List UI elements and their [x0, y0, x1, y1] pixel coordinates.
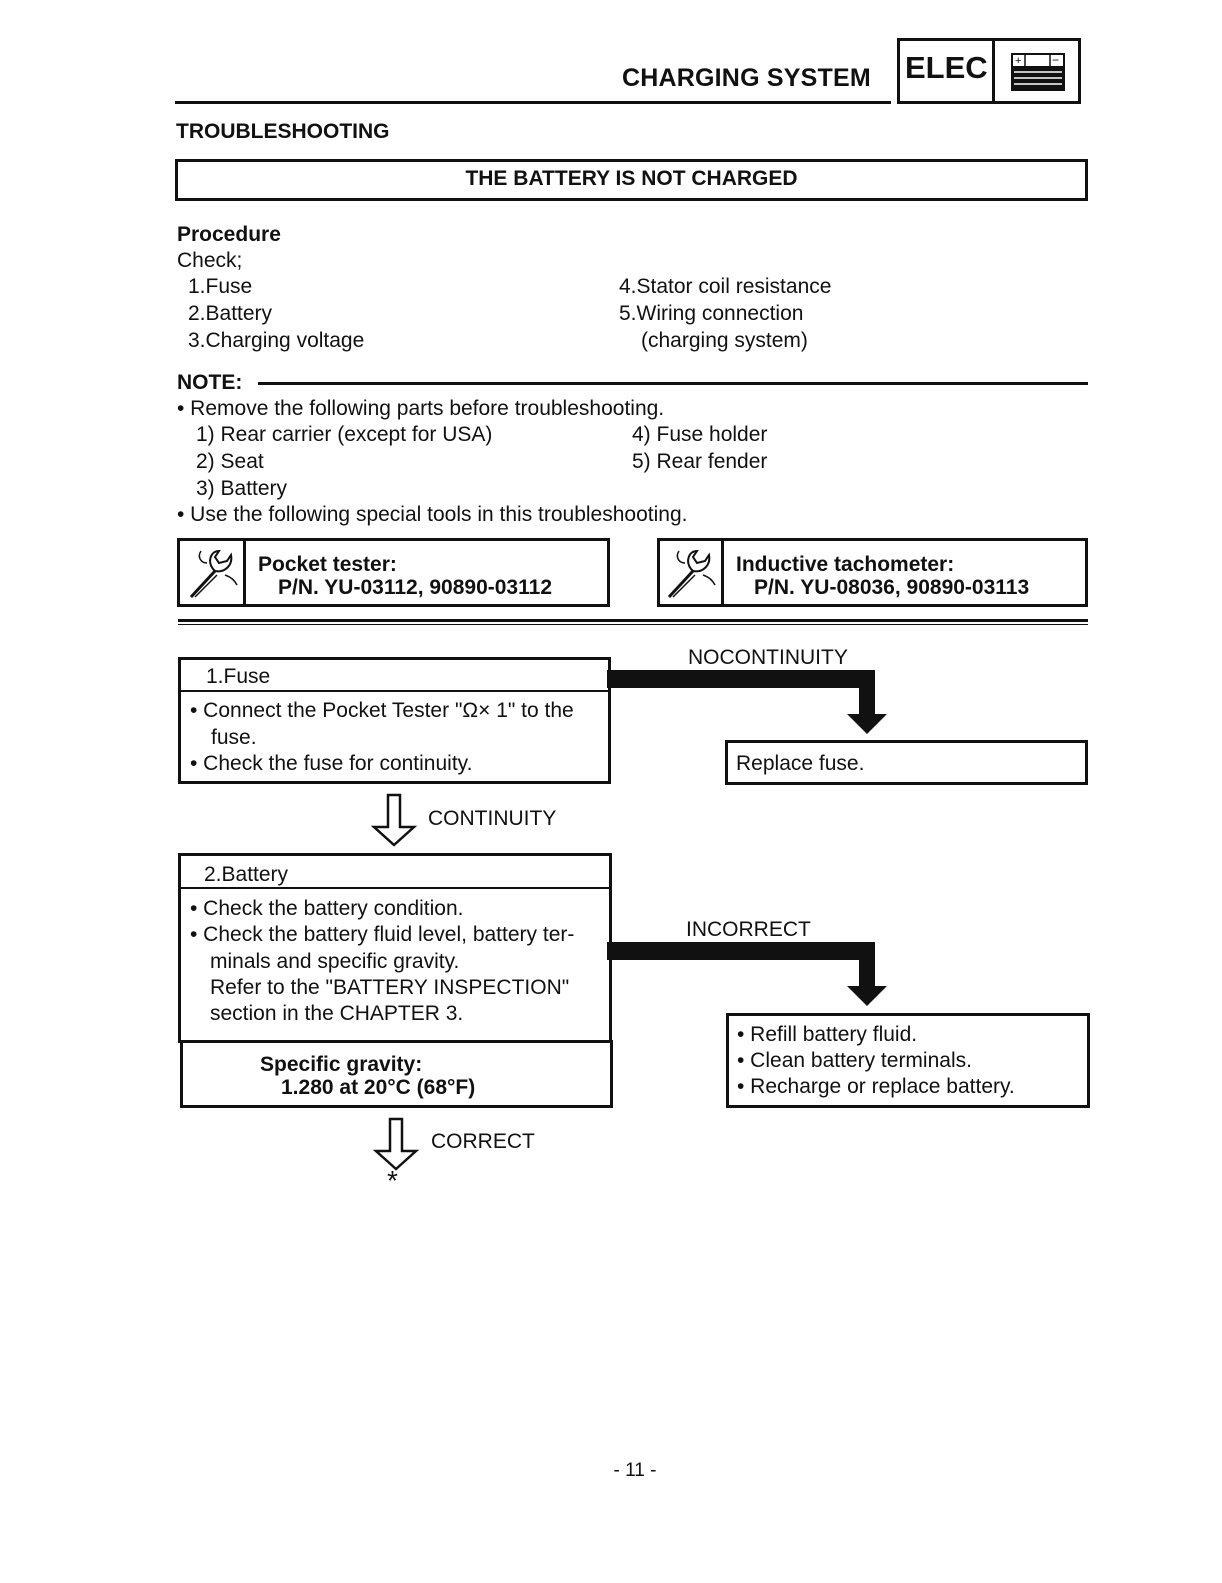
procedure-item: 1.Fuse: [188, 275, 253, 298]
tool-box-divider: [721, 538, 724, 607]
elec-badge-box: [897, 38, 1081, 104]
fail-label: INCORRECT: [686, 918, 811, 941]
procedure-item: 5.Wiring connection: [619, 302, 804, 325]
tool-box-tachometer: [657, 538, 1088, 607]
pass-label: CORRECT: [431, 1130, 535, 1153]
fail-arrow-icon: [607, 670, 887, 734]
step-line: • Connect the Pocket Tester "Ω× 1" to th…: [190, 699, 574, 722]
procedure-item: (charging system): [641, 329, 808, 352]
continue-mark: *: [387, 1165, 398, 1196]
step-title-rule: [178, 690, 611, 692]
check-label: Check;: [177, 249, 243, 272]
pass-label: CONTINUITY: [428, 807, 557, 830]
wrench-tool-icon: [189, 549, 238, 599]
spec-label: Specific gravity:: [260, 1053, 423, 1076]
step-line: • Check the battery fluid level, battery…: [190, 923, 575, 946]
procedure-item: 4.Stator coil resistance: [619, 275, 832, 298]
step-line: minals and specific gravity.: [210, 950, 460, 973]
note-bullet: • Use the following special tools in thi…: [177, 503, 688, 526]
action-box: [725, 740, 1088, 785]
header-rule: [175, 101, 891, 104]
action-text: Replace fuse.: [736, 752, 865, 775]
fail-arrow-icon: [607, 942, 887, 1006]
tool-part-number: P/N. YU-08036, 90890-03113: [754, 576, 1030, 599]
step-line: fuse.: [211, 726, 257, 749]
title-box: [175, 159, 1088, 201]
step-line: • Check the fuse for continuity.: [190, 752, 473, 775]
badge-divider: [992, 38, 995, 104]
section-rule-thin: [178, 624, 1088, 625]
svg-text:−: −: [1052, 53, 1059, 67]
fail-label: NOCONTINUITY: [688, 646, 848, 669]
step-line: Refer to the "BATTERY INSPECTION": [210, 976, 570, 999]
part-item: 3) Battery: [196, 477, 288, 500]
elec-badge: ELEC: [905, 50, 988, 85]
part-item: 1) Rear carrier (except for USA): [196, 423, 493, 446]
procedure-item: 3.Charging voltage: [188, 329, 365, 352]
part-item: 2) Seat: [196, 450, 264, 473]
procedure-item: 2.Battery: [188, 302, 273, 325]
step-line: • Check the battery condition.: [190, 897, 464, 920]
action-text: • Recharge or replace battery.: [737, 1075, 1015, 1098]
part-item: 4) Fuse holder: [632, 423, 768, 446]
step-title: 2.Battery: [204, 863, 289, 886]
section-title: CHARGING SYSTEM: [622, 64, 871, 92]
section-rule: [178, 619, 1088, 622]
battery-icon: + −: [1011, 53, 1065, 91]
tool-name: Pocket tester:: [258, 553, 397, 576]
step-title: 1.Fuse: [206, 665, 271, 688]
part-item: 5) Rear fender: [632, 450, 768, 473]
note-bullet: • Remove the following parts before trou…: [177, 397, 665, 420]
action-text: • Clean battery terminals.: [737, 1049, 972, 1072]
page-number: - 11 -: [613, 1460, 657, 1481]
down-arrow-icon: [370, 793, 418, 847]
down-arrow-icon: [372, 1117, 420, 1171]
action-box: [726, 1013, 1090, 1108]
note-label: NOTE:: [177, 371, 243, 394]
spec-value: 1.280 at 20°C (68°F): [281, 1076, 476, 1099]
step-title-rule: [178, 887, 612, 889]
tool-name: Inductive tachometer:: [736, 553, 955, 576]
spec-box: [180, 1040, 613, 1108]
procedure-label: Procedure: [177, 223, 281, 246]
wrench-tool-icon: [667, 549, 716, 599]
svg-text:+: +: [1015, 55, 1021, 67]
tool-box-pocket-tester: [177, 538, 610, 607]
note-rule: [258, 382, 1088, 385]
step-line: section in the CHAPTER 3.: [210, 1002, 464, 1025]
tool-box-divider: [243, 538, 246, 607]
section-heading: TROUBLESHOOTING: [176, 120, 390, 143]
tool-part-number: P/N. YU-03112, 90890-03112: [278, 576, 552, 599]
action-text: • Refill battery fluid.: [737, 1023, 918, 1046]
fuse-step-box: [178, 657, 611, 784]
page-title: THE BATTERY IS NOT CHARGED: [465, 167, 798, 190]
